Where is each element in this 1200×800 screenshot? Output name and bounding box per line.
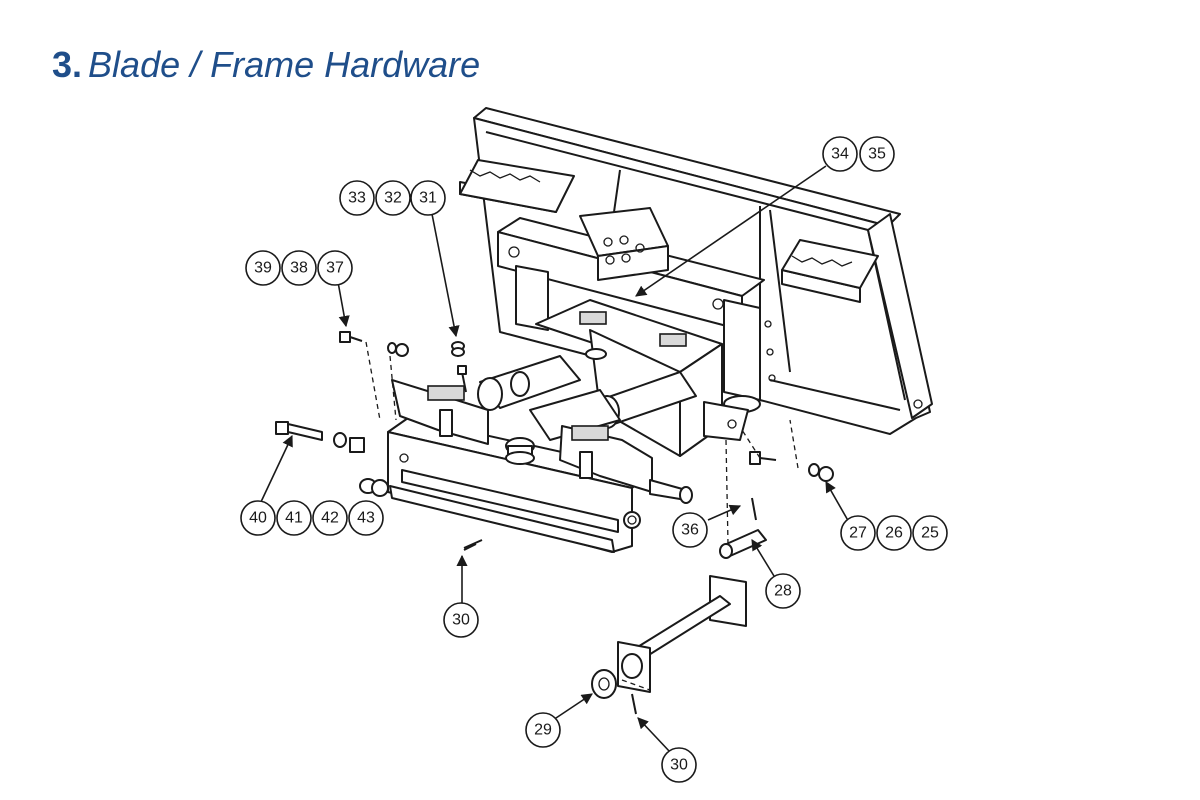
callout-26: 26 — [876, 515, 912, 551]
svg-text:29: 29 — [534, 722, 552, 739]
pin-assembly-40-43 — [275, 421, 389, 497]
nut-washer-38-39 — [387, 342, 409, 421]
section-title: Blade / Frame Hardware — [88, 44, 481, 85]
svg-text:26: 26 — [885, 525, 903, 542]
bolt-25-27 — [741, 419, 834, 482]
callout-37: 37 — [317, 250, 353, 286]
callout-42: 42 — [312, 500, 348, 536]
svg-text:30: 30 — [670, 757, 688, 774]
svg-text:34: 34 — [831, 146, 849, 163]
svg-text:33: 33 — [348, 190, 366, 207]
svg-text:40: 40 — [249, 510, 267, 527]
svg-text:28: 28 — [774, 583, 792, 600]
callout-32: 32 — [375, 180, 411, 216]
pivot-pin-29 — [591, 575, 747, 715]
callout-28: 28 — [765, 573, 801, 609]
callout-39: 39 — [245, 250, 281, 286]
callout-31: 31 — [410, 180, 446, 216]
svg-text:36: 36 — [681, 522, 699, 539]
svg-text:42: 42 — [321, 510, 339, 527]
callout-38: 38 — [281, 250, 317, 286]
svg-text:39: 39 — [254, 260, 272, 277]
svg-text:25: 25 — [921, 525, 939, 542]
svg-text:35: 35 — [868, 146, 886, 163]
svg-text:32: 32 — [384, 190, 402, 207]
pin-28 — [719, 439, 767, 559]
svg-text:31: 31 — [419, 190, 437, 207]
callout-30-upper: 30 — [443, 602, 479, 638]
callout-41: 41 — [276, 500, 312, 536]
callout-25: 25 — [912, 515, 948, 551]
callout-30-lower: 30 — [661, 747, 697, 783]
callout-27: 27 — [840, 515, 876, 551]
right-hook-plate — [781, 239, 879, 303]
svg-text:38: 38 — [290, 260, 308, 277]
svg-text:30: 30 — [452, 612, 470, 629]
svg-text:41: 41 — [285, 510, 303, 527]
upper-crossbar — [497, 207, 765, 331]
blade-mount-frame — [387, 379, 693, 553]
callout-29: 29 — [525, 712, 561, 748]
svg-text:43: 43 — [357, 510, 375, 527]
leader-lines — [259, 165, 851, 753]
svg-text:37: 37 — [326, 260, 344, 277]
svg-text:27: 27 — [849, 525, 867, 542]
callout-36: 36 — [672, 512, 708, 548]
callout-35: 35 — [859, 136, 895, 172]
left-hook-plate — [459, 159, 575, 213]
page-title: 3.Blade / Frame Hardware — [52, 44, 480, 86]
callout-40: 40 — [240, 500, 276, 536]
vertical-posts — [515, 265, 776, 413]
callout-34: 34 — [822, 136, 858, 172]
callout-43: 43 — [348, 500, 384, 536]
bolt-31 — [451, 341, 467, 393]
callout-33: 33 — [339, 180, 375, 216]
section-number: 3. — [52, 44, 83, 85]
cotter-pin-30-upper — [463, 539, 483, 551]
bolt-37 — [339, 331, 381, 421]
hydraulic-cylinders — [477, 355, 697, 441]
